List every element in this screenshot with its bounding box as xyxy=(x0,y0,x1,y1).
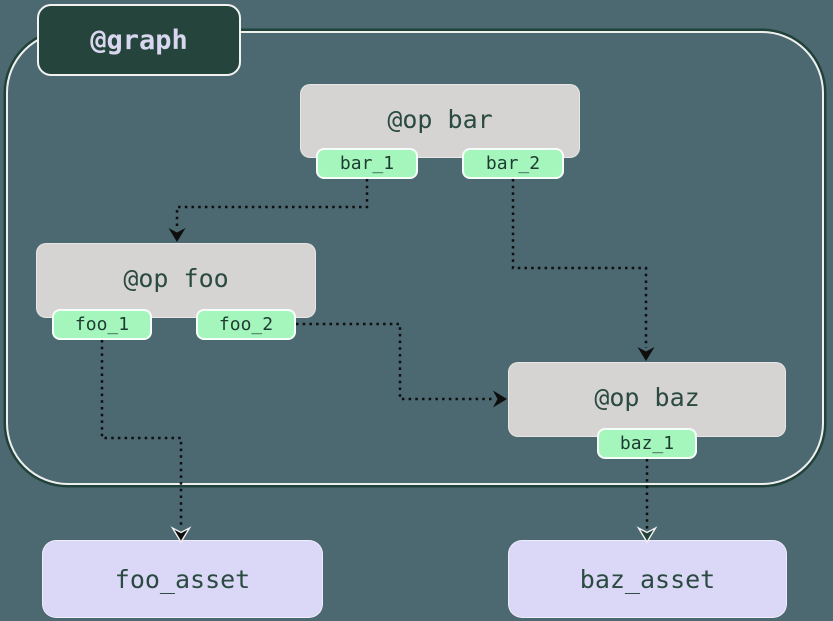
output-tag-bar_2: bar_2 xyxy=(462,148,564,179)
graph-label-badge: @graph xyxy=(37,4,241,76)
op-baz-label: @op baz xyxy=(594,383,700,412)
output-tag-baz_1-label: baz_1 xyxy=(619,433,675,454)
output-tag-bar_1: bar_1 xyxy=(316,148,418,179)
output-tag-baz_1: baz_1 xyxy=(597,428,697,459)
op-node-bar: @op bar xyxy=(300,84,580,158)
output-tag-bar_1-label: bar_1 xyxy=(339,153,395,174)
op-node-foo: @op foo xyxy=(36,243,316,318)
asset-node-foo_asset: foo_asset xyxy=(42,540,323,618)
output-tag-foo_2-label: foo_2 xyxy=(218,314,274,335)
op-bar-label: @op bar xyxy=(387,105,493,134)
asset-foo-label: foo_asset xyxy=(114,564,251,594)
graph-cluster-outline xyxy=(6,31,824,485)
graph-label: @graph xyxy=(90,24,188,56)
output-tag-foo_1-label: foo_1 xyxy=(74,314,130,335)
asset-node-baz_asset: baz_asset xyxy=(508,540,787,618)
output-tag-bar_2-label: bar_2 xyxy=(485,153,541,174)
asset-baz-label: baz_asset xyxy=(579,564,716,594)
op-foo-label: @op foo xyxy=(123,264,229,293)
op-node-baz: @op baz xyxy=(508,362,786,437)
output-tag-foo_1: foo_1 xyxy=(52,309,152,340)
output-tag-foo_2: foo_2 xyxy=(196,309,296,340)
